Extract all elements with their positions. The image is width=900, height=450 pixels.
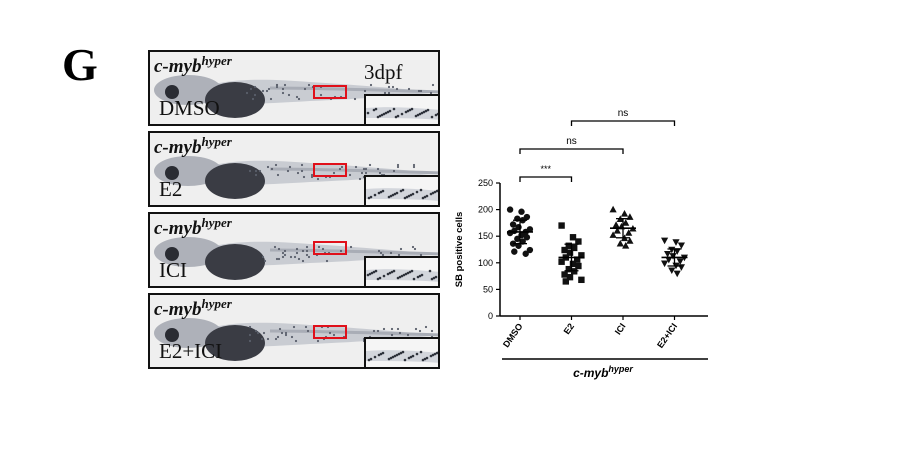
data-point — [612, 221, 620, 228]
significance-label: ns — [566, 136, 577, 147]
significance-bracket — [519, 148, 624, 154]
y-tick-label: 100 — [478, 258, 493, 268]
y-tick-label: 50 — [483, 284, 493, 294]
data-point — [522, 250, 529, 257]
data-point — [511, 248, 518, 255]
data-point — [677, 242, 685, 250]
treatment-label: DMSO — [159, 96, 220, 120]
data-point — [558, 222, 565, 229]
zoom-inset — [364, 337, 438, 367]
region-of-interest-box — [313, 163, 347, 177]
significance-bracket — [519, 176, 573, 182]
x-tick-label: E2+ICI — [655, 321, 679, 349]
data-point — [574, 256, 581, 263]
data-point — [622, 241, 630, 249]
region-of-interest-box — [313, 85, 347, 99]
data-point — [622, 219, 630, 226]
data-point — [616, 239, 624, 247]
data-point — [613, 227, 621, 234]
data-point — [565, 265, 572, 273]
data-point — [609, 205, 617, 213]
genotype-label: c-mybhyper — [154, 296, 232, 320]
data-point — [665, 256, 673, 264]
data-point — [575, 262, 582, 270]
data-point — [578, 276, 585, 284]
treatment-label: E2+ICI — [159, 339, 223, 363]
data-point — [566, 273, 574, 281]
data-point — [672, 239, 680, 246]
data-point — [575, 238, 582, 245]
panel-letter: G — [62, 39, 98, 90]
data-point — [620, 210, 629, 217]
data-point — [626, 237, 634, 244]
y-tick-label: 250 — [478, 178, 493, 188]
data-point — [625, 229, 633, 236]
zoom-inset — [364, 256, 438, 286]
x-tick-label: E2 — [562, 321, 577, 336]
y-tick-label: 200 — [478, 205, 493, 215]
significance-label: *** — [540, 164, 551, 174]
data-point — [514, 235, 521, 243]
data-point — [558, 258, 565, 265]
data-point — [561, 271, 568, 278]
data-point — [569, 260, 577, 268]
data-point — [609, 231, 617, 238]
data-point — [562, 278, 569, 285]
data-point — [673, 248, 681, 255]
data-point — [523, 234, 531, 241]
x-axis-title: c-mybhyper — [573, 364, 633, 380]
data-point — [569, 234, 577, 241]
genotype-label: c-mybhyper — [154, 134, 232, 158]
genotype-label: c-mybhyper — [154, 53, 232, 77]
data-point — [509, 221, 517, 228]
region-of-interest-box — [313, 241, 347, 255]
x-tick-label: DMSO — [501, 321, 525, 349]
x-axis-title-sup: hyper — [608, 364, 633, 374]
y-tick-label: 0 — [488, 311, 493, 321]
data-point — [661, 260, 669, 268]
significance-bracket — [570, 120, 676, 126]
x-tick-label: ICI — [613, 321, 628, 336]
larva-micrograph — [154, 156, 438, 199]
treatment-label: E2 — [159, 177, 183, 201]
x-axis-title-main: c-myb — [573, 366, 608, 380]
y-axis-title: SB positive cells — [454, 212, 465, 288]
data-point — [566, 249, 574, 256]
data-point — [571, 244, 578, 252]
data-point — [668, 267, 676, 275]
data-point — [673, 270, 681, 278]
treatment-label: ICI — [159, 258, 187, 282]
data-point — [565, 242, 572, 249]
data-point — [561, 246, 568, 254]
data-point — [661, 237, 669, 245]
data-point — [506, 206, 514, 213]
larva-micrograph — [154, 237, 438, 280]
stage-label: 3dpf — [364, 60, 403, 84]
significance-label: ns — [618, 110, 629, 119]
zoom-inset — [364, 94, 438, 124]
data-point — [526, 246, 534, 254]
zoom-inset — [364, 175, 438, 205]
data-point — [677, 264, 685, 271]
region-of-interest-box — [313, 325, 347, 339]
y-tick-label: 150 — [478, 231, 493, 241]
data-point — [676, 258, 684, 266]
data-point — [518, 208, 525, 215]
data-point — [506, 229, 514, 237]
data-point — [664, 250, 672, 258]
genotype-label: c-mybhyper — [154, 215, 232, 239]
data-point — [578, 252, 585, 259]
